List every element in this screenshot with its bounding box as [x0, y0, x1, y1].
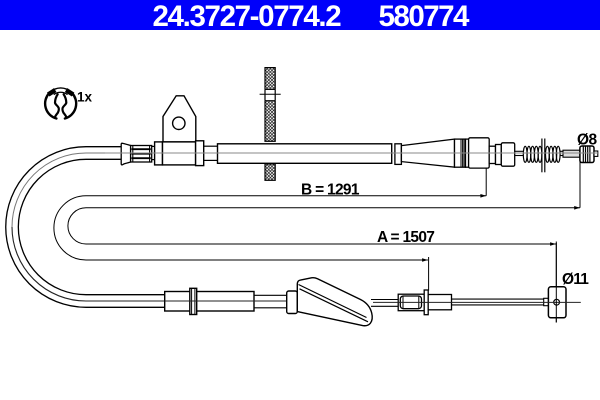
svg-text:580774: 580774: [379, 0, 471, 33]
svg-text:Ø11: Ø11: [562, 271, 589, 288]
svg-text:Ø8: Ø8: [577, 132, 598, 149]
svg-text:A = 1507: A = 1507: [377, 229, 434, 246]
svg-text:1x: 1x: [77, 90, 93, 105]
svg-text:24.3727-0774.2: 24.3727-0774.2: [153, 0, 342, 33]
svg-text:B = 1291: B = 1291: [301, 181, 360, 198]
